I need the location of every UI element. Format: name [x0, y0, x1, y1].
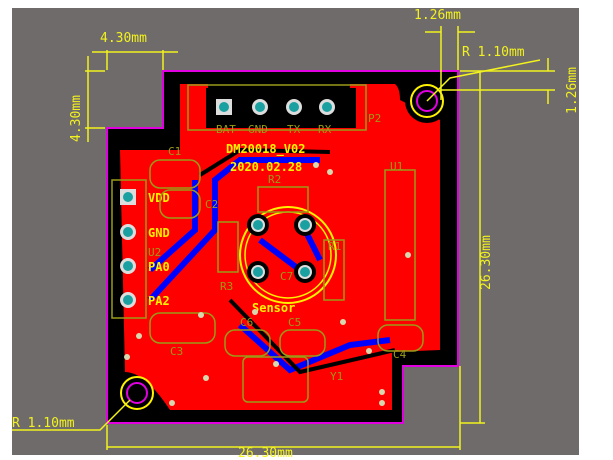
pad-hole — [123, 192, 133, 202]
dimension-hole-offset-y: 1.26mm — [565, 67, 580, 114]
dimension-hole-radius-bottom: R 1.10mm — [12, 416, 75, 431]
c3-label: C3 — [170, 345, 183, 358]
copper-pour — [120, 84, 440, 410]
component-outlines — [149, 159, 424, 403]
clearance-traces — [198, 147, 396, 375]
c2-label: C2 — [205, 198, 218, 211]
vias — [124, 162, 411, 406]
p2-silk — [187, 84, 367, 131]
r3-label: R3 — [220, 280, 233, 293]
u2-silk — [111, 179, 147, 319]
board-name: DM20018_V02 — [226, 142, 305, 157]
mounting-hole-top[interactable] — [410, 84, 444, 118]
u2-pin-label-1: VDD — [148, 191, 170, 205]
c1-label: C1 — [168, 145, 181, 158]
p2-pin-label-3: TX — [287, 123, 301, 136]
dimension-board-width: 26.30mm — [238, 446, 293, 460]
sensor-pads[interactable] — [247, 214, 316, 283]
u2-pin-label-2: GND — [148, 226, 170, 240]
sensor-outline — [239, 206, 337, 304]
p2-pad-1-hole — [219, 102, 229, 112]
dimension-lines — [12, 26, 555, 450]
pad-hole — [123, 261, 133, 271]
u1-label: U1 — [390, 160, 403, 173]
r1-label: R1 — [328, 240, 341, 253]
p2-designator: P2 — [368, 112, 381, 125]
pad-hole — [255, 102, 265, 112]
u2-pin-label-3: PA0 — [148, 260, 170, 274]
dimension-notch-width: 4.30mm — [100, 31, 147, 46]
p2-pin-label-1: BAT — [216, 123, 236, 136]
pad-hole — [322, 102, 332, 112]
mounting-hole-bottom[interactable] — [120, 376, 154, 410]
p2-pin-label-4: RX — [318, 123, 332, 136]
y1-label: Y1 — [330, 370, 343, 383]
pad-hole — [123, 295, 133, 305]
dimension-board-height: 26.30mm — [479, 235, 494, 290]
c6-label: C6 — [240, 316, 253, 329]
bottom-traces — [147, 157, 391, 374]
p2-pin-label-2: GND — [248, 123, 268, 136]
sensor-label: Sensor — [252, 301, 295, 315]
mounting-hole-bottom-drill — [126, 382, 148, 404]
u2-designator: U2 — [148, 246, 161, 259]
pad-hole — [289, 102, 299, 112]
r2-label: R2 — [268, 173, 281, 186]
board-date: 2020.02.28 — [230, 160, 302, 174]
c5-label: C5 — [288, 316, 301, 329]
c4-label: C4 — [393, 348, 407, 361]
pad-hole — [123, 227, 133, 237]
c7-label: C7 — [280, 270, 293, 283]
mounting-hole-top-drill — [416, 90, 438, 112]
pcb-board[interactable]: BAT GND TX RX P2 DM20018_V02 2020.02.28 … — [106, 70, 459, 424]
dimension-hole-offset-x: 1.26mm — [414, 8, 461, 23]
dimension-notch-height: 4.30mm — [69, 95, 84, 142]
u2-pin-label-4: PA2 — [148, 294, 170, 308]
dimension-hole-radius-top: R 1.10mm — [462, 45, 525, 60]
